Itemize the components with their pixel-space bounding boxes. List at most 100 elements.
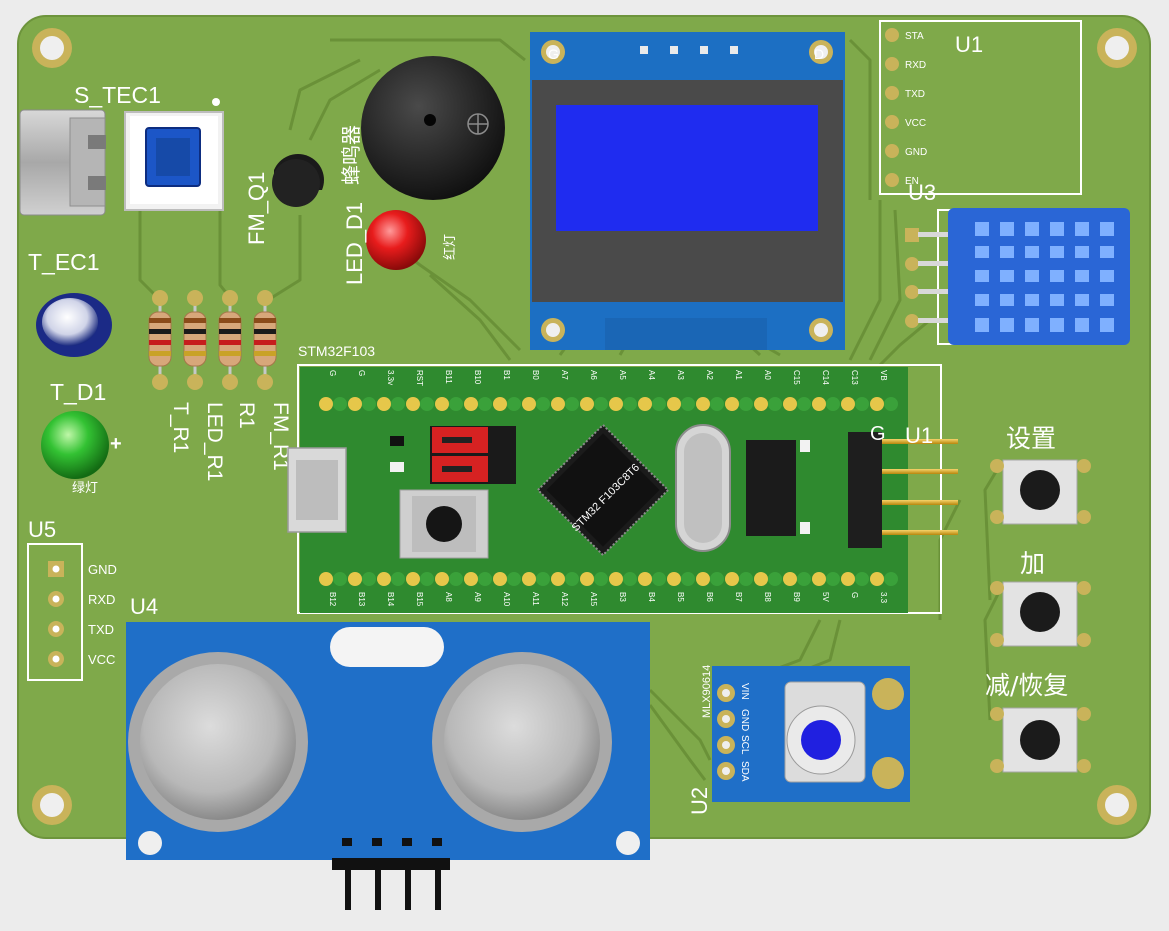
mcu-pin <box>754 572 768 586</box>
mcu-pin-bg <box>478 572 492 586</box>
mcu-pin-bg <box>855 397 869 411</box>
dht-vent <box>975 318 989 332</box>
mcu-pin-label: A4 <box>647 370 656 380</box>
dht-vent <box>1025 270 1039 282</box>
mcu-pin-label: B13 <box>357 592 366 607</box>
transistor <box>272 153 324 207</box>
wifi-pin-pad <box>885 86 899 100</box>
subtract-reset-button[interactable] <box>990 707 1091 773</box>
mcu-pin <box>667 397 681 411</box>
mcu-pin <box>435 572 449 586</box>
mcu-pin <box>609 397 623 411</box>
resistor-band <box>184 329 206 334</box>
dht-sensor <box>905 208 1130 345</box>
mcu-pin <box>725 397 739 411</box>
mcu-pin-bg <box>768 572 782 586</box>
mcu-pin <box>522 397 536 411</box>
mcu-pin-label: VB <box>879 370 888 381</box>
settings-button[interactable] <box>990 459 1091 525</box>
dht-vent <box>1050 294 1064 306</box>
dht-vent <box>1100 318 1114 332</box>
power-switch[interactable] <box>124 98 224 211</box>
red-led <box>366 210 426 270</box>
bt-pin-label: TXD <box>88 622 114 637</box>
mcu-pin-label: C13 <box>850 370 859 385</box>
dht-vent <box>1050 222 1064 236</box>
mcu-pin-label: A11 <box>531 592 540 606</box>
resistor-labels: T_R1 LED_R1 R1 FM_R1 <box>169 402 292 481</box>
mcu-pin-bg <box>420 572 434 586</box>
mcu-pin <box>812 572 826 586</box>
bt-pin-hole <box>52 625 60 633</box>
mcu-pin-bg <box>362 572 376 586</box>
green-led-text: 绿灯 <box>72 481 98 496</box>
bt-pin-label: GND <box>88 562 117 577</box>
mcu-pin <box>493 397 507 411</box>
mcu-pin-label: G <box>357 370 366 376</box>
wifi-pin-label: STA <box>905 31 924 42</box>
buzzer <box>361 56 505 200</box>
ir-pin-hole <box>722 767 730 775</box>
resistor-pad <box>222 290 238 306</box>
dht-vent <box>1000 294 1014 306</box>
resistor-array <box>148 290 277 390</box>
mcu-pin <box>638 397 652 411</box>
mcu-pin-bg <box>536 397 550 411</box>
dht-vent <box>1100 246 1114 258</box>
red-led-label: LED_D1 <box>342 202 367 285</box>
resistor-band <box>254 318 276 323</box>
mcu-pin-bg <box>884 572 898 586</box>
wifi-pin-label: TXD <box>905 89 925 100</box>
mcu-pin-bg <box>449 397 463 411</box>
resistor-band <box>149 340 171 345</box>
dht-vent <box>1025 294 1039 306</box>
mcu-pin <box>696 397 710 411</box>
resistor-band <box>184 340 206 345</box>
mcu-pin <box>841 397 855 411</box>
resistor-led-label: LED_R1 <box>203 402 226 481</box>
resistor-band <box>149 351 171 356</box>
mcu-pin-bg <box>362 397 376 411</box>
mcu-pin-label: B9 <box>792 592 801 602</box>
resistor-band <box>219 340 241 345</box>
ir-pin-label: SDA <box>739 761 750 782</box>
mcu-pin <box>725 572 739 586</box>
ir-pin-label: GND <box>739 709 750 731</box>
mcu-pin <box>551 397 565 411</box>
resistor-band <box>254 340 276 345</box>
mcu-pin-label: B5 <box>676 592 685 602</box>
mcu-pin <box>348 397 362 411</box>
mcu-pin-label: B11 <box>444 370 453 384</box>
resistor-band <box>149 318 171 323</box>
dht-vent <box>1000 318 1014 332</box>
resistor-band <box>219 318 241 323</box>
dht-vent <box>1050 246 1064 258</box>
mcu-pin-bg <box>826 397 840 411</box>
mcu-pin-label: G <box>850 592 859 598</box>
mcu-pin-label: B10 <box>473 370 482 385</box>
resistor-r1-label: R1 <box>235 402 258 429</box>
dht-vent <box>1000 222 1014 236</box>
resistor-pad <box>152 290 168 306</box>
mcu-pin <box>783 397 797 411</box>
mcu-pin <box>319 572 333 586</box>
mcu-pin-label: B12 <box>328 592 337 607</box>
mcu-pin <box>406 397 420 411</box>
wifi-pin-pad <box>885 57 899 71</box>
resistor-pad <box>222 374 238 390</box>
ir-pin-hole <box>722 741 730 749</box>
dht-vent <box>1050 270 1064 282</box>
ir-model-label: MLX90614 <box>701 665 713 718</box>
mcu-pin <box>406 572 420 586</box>
mcu-pin-label: C14 <box>821 370 830 385</box>
mcu-pin <box>551 572 565 586</box>
dht-vent <box>1100 270 1114 282</box>
dht-vent <box>1075 222 1089 236</box>
mcu-pin-label: A7 <box>560 370 569 380</box>
bt-pin-label: RXD <box>88 592 115 607</box>
power-connector-label: T_EC1 <box>28 249 100 275</box>
mcu-pin-label: A15 <box>589 592 598 607</box>
mcu-pin-label: A0 <box>763 370 772 380</box>
add-button[interactable] <box>990 581 1091 647</box>
mcu-pin-label: A5 <box>618 370 627 380</box>
